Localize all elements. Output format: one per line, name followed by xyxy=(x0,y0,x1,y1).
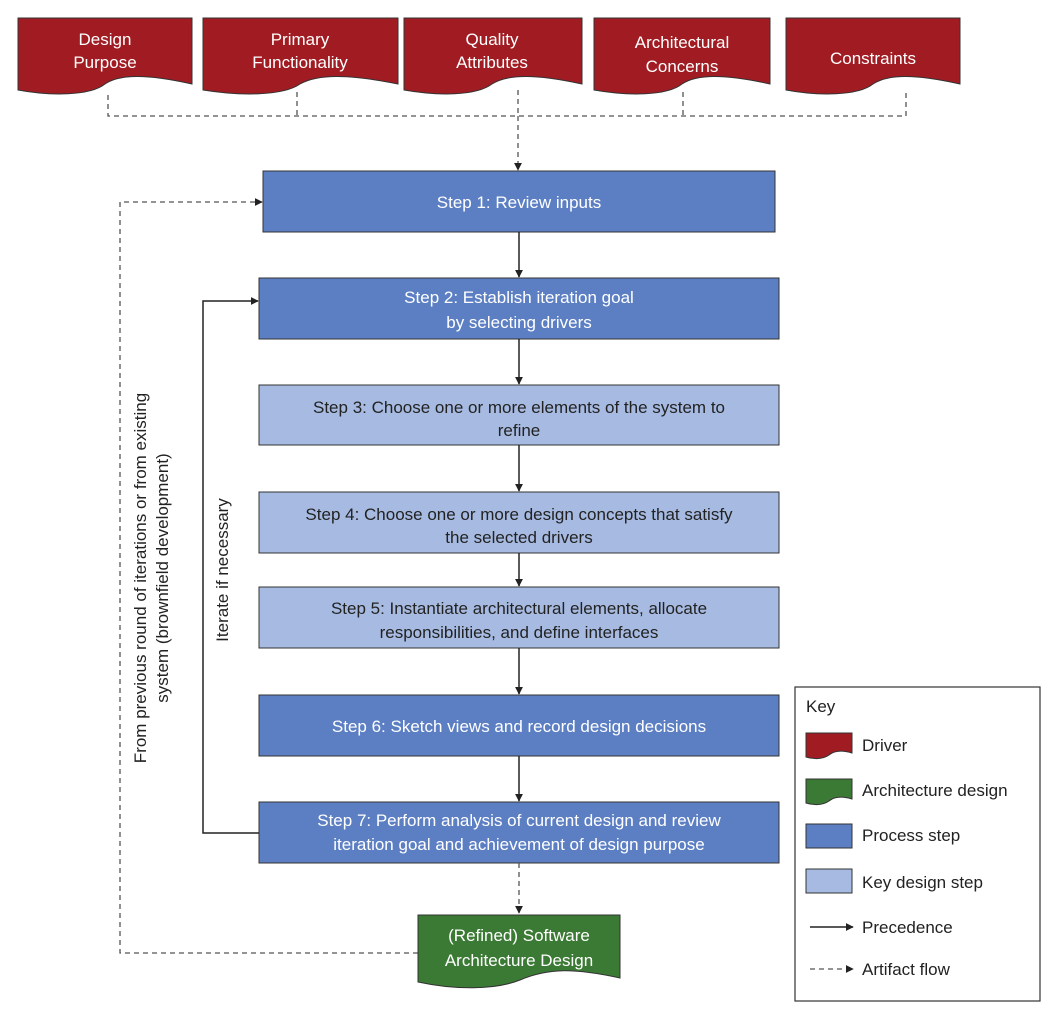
output-architecture-design: (Refined) Software Architecture Design xyxy=(417,914,621,989)
architecture-design-icon xyxy=(805,778,853,806)
svg-text:Driver: Driver xyxy=(862,736,908,755)
svg-text:system (brownfield development: system (brownfield development) xyxy=(153,453,172,702)
step-5-box: Step 5: Instantiate architectural elemen… xyxy=(258,586,780,649)
svg-text:Process step: Process step xyxy=(862,826,960,845)
step-label: Step 1: Review inputs xyxy=(437,193,601,212)
svg-text:Key: Key xyxy=(806,697,836,716)
key-item-label: Architecture design xyxy=(862,781,1008,800)
step-label: the selected drivers xyxy=(445,528,592,547)
driver-primary-functionality: Primary Functionality xyxy=(202,17,399,95)
svg-text:Functionality: Functionality xyxy=(252,53,348,72)
driver-label: Attributes xyxy=(456,53,528,72)
key-legend: Key Driver Architecture design Process s… xyxy=(794,686,1041,1002)
svg-text:Step 3: Choose one or more ele: Step 3: Choose one or more elements of t… xyxy=(313,398,725,417)
driver-label: Architectural xyxy=(635,33,729,52)
driver-label: Primary xyxy=(271,30,330,49)
key-item-label: Process step xyxy=(862,826,960,845)
key-item-label: Key design step xyxy=(862,873,983,892)
key-item-label: Precedence xyxy=(862,918,953,937)
step-label: Step 6: Sketch views and record design d… xyxy=(332,717,706,736)
step-label: Step 3: Choose one or more elements of t… xyxy=(313,398,725,417)
driver-label: Concerns xyxy=(646,57,719,76)
step-2-box: Step 2: Establish iteration goal by sele… xyxy=(258,277,780,340)
svg-text:From previous round of iterati: From previous round of iterations or fro… xyxy=(131,393,150,763)
svg-text:responsibilities, and define i: responsibilities, and define interfaces xyxy=(380,623,659,642)
step-label: Step 2: Establish iteration goal xyxy=(404,288,634,307)
iterate-loop-arrow xyxy=(202,297,259,834)
step-1-box: Step 1: Review inputs xyxy=(262,170,776,233)
svg-text:Step 6: Sketch views and recor: Step 6: Sketch views and record design d… xyxy=(332,717,706,736)
step-label: iteration goal and achievement of design… xyxy=(333,835,704,854)
driver-label: Quality xyxy=(466,30,519,49)
step-label: Step 7: Perform analysis of current desi… xyxy=(317,811,721,830)
driver-icon xyxy=(805,732,853,760)
process-steps: Step 1: Review inputs Step 2: Establish … xyxy=(258,170,780,864)
svg-text:Step 2: Establish iteration go: Step 2: Establish iteration goal xyxy=(404,288,634,307)
svg-text:iteration goal and achievement: iteration goal and achievement of design… xyxy=(333,835,704,854)
step-label: Step 4: Choose one or more design concep… xyxy=(305,505,733,524)
svg-text:by selecting drivers: by selecting drivers xyxy=(446,313,592,332)
svg-text:Precedence: Precedence xyxy=(862,918,953,937)
step-6-box: Step 6: Sketch views and record design d… xyxy=(258,694,780,757)
svg-text:Constraints: Constraints xyxy=(830,49,916,68)
step-3-box: Step 3: Choose one or more elements of t… xyxy=(258,384,780,446)
svg-text:Design: Design xyxy=(79,30,132,49)
driver-label: Constraints xyxy=(830,49,916,68)
driver-design-purpose: Design Purpose xyxy=(17,17,193,95)
svg-text:Concerns: Concerns xyxy=(646,57,719,76)
svg-text:Quality: Quality xyxy=(466,30,519,49)
svg-text:Iterate if necessary: Iterate if necessary xyxy=(213,498,232,642)
svg-text:Step 7: Perform analysis of cu: Step 7: Perform analysis of current desi… xyxy=(317,811,721,830)
output-label: Architecture Design xyxy=(445,951,593,970)
previous-round-loop-arrow xyxy=(119,198,418,954)
svg-text:Primary: Primary xyxy=(271,30,330,49)
driver-quality-attributes: Quality Attributes xyxy=(403,17,583,95)
loop-labels: Iterate if necessary From previous round… xyxy=(131,393,232,763)
step-label: refine xyxy=(498,421,541,440)
driver-label: Design xyxy=(79,30,132,49)
artifact-flow-arrows xyxy=(119,198,523,954)
driver-constraints: Constraints xyxy=(785,17,961,95)
drivers-row: Design Purpose Primary Functionality Qua… xyxy=(17,17,961,95)
svg-text:Architectural: Architectural xyxy=(635,33,729,52)
step-7-box: Step 7: Perform analysis of current desi… xyxy=(258,801,780,864)
svg-text:Step 1: Review inputs: Step 1: Review inputs xyxy=(437,193,601,212)
step-label: Step 5: Instantiate architectural elemen… xyxy=(331,599,707,618)
svg-text:Step 4: Choose one or more des: Step 4: Choose one or more design concep… xyxy=(305,505,733,524)
key-item-label: Artifact flow xyxy=(862,960,951,979)
previous-round-label: system (brownfield development) xyxy=(153,453,172,702)
svg-text:Step 5: Instantiate architectu: Step 5: Instantiate architectural elemen… xyxy=(331,599,707,618)
key-design-step-icon xyxy=(805,868,853,894)
svg-text:Attributes: Attributes xyxy=(456,53,528,72)
svg-text:refine: refine xyxy=(498,421,541,440)
driver-architectural-concerns: Architectural Concerns xyxy=(593,17,771,95)
svg-text:the selected drivers: the selected drivers xyxy=(445,528,592,547)
svg-text:Architecture Design: Architecture Design xyxy=(445,951,593,970)
step-label: by selecting drivers xyxy=(446,313,592,332)
driver-label: Purpose xyxy=(73,53,136,72)
step-4-box: Step 4: Choose one or more design concep… xyxy=(258,491,780,554)
svg-text:Artifact flow: Artifact flow xyxy=(862,960,951,979)
svg-text:Key design step: Key design step xyxy=(862,873,983,892)
output-label: (Refined) Software xyxy=(448,926,590,945)
precedence-arrows xyxy=(202,232,523,834)
previous-round-label: From previous round of iterations or fro… xyxy=(131,393,150,763)
svg-text:(Refined) Software: (Refined) Software xyxy=(448,926,590,945)
process-step-icon xyxy=(805,823,853,849)
iterate-label: Iterate if necessary xyxy=(213,498,232,642)
driver-label: Functionality xyxy=(252,53,348,72)
step-label: responsibilities, and define interfaces xyxy=(380,623,659,642)
svg-text:Purpose: Purpose xyxy=(73,53,136,72)
svg-text:Architecture design: Architecture design xyxy=(862,781,1008,800)
key-title: Key xyxy=(806,697,836,716)
driver-artifact-flow xyxy=(107,90,907,171)
key-item-label: Driver xyxy=(862,736,908,755)
